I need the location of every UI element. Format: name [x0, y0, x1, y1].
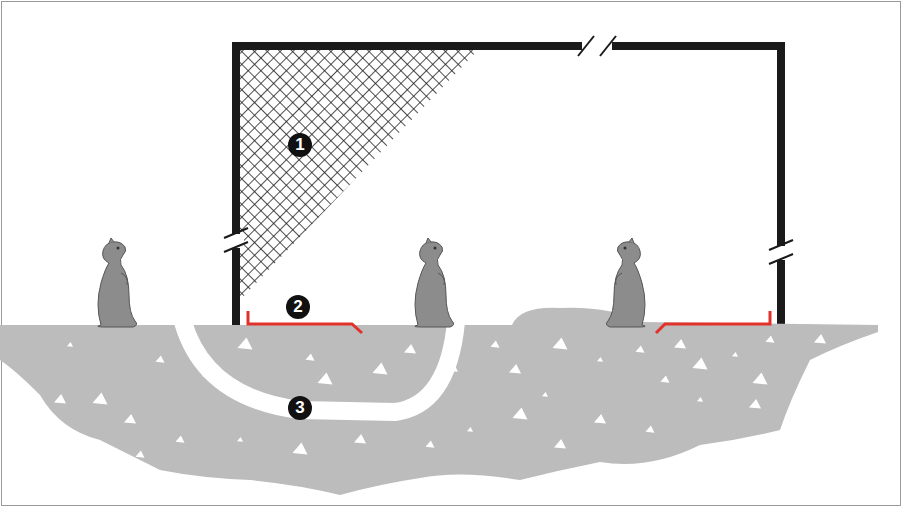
goal-frame [232, 42, 785, 326]
rock [373, 363, 388, 375]
rock [136, 451, 145, 458]
rock [646, 426, 655, 433]
rock [404, 344, 416, 354]
rock [54, 394, 66, 404]
prairie-dog [98, 238, 137, 327]
rock [426, 441, 435, 448]
rock [636, 346, 645, 353]
rock [124, 414, 136, 424]
callout-number: 3 [288, 396, 312, 420]
rock [749, 399, 761, 409]
rock [553, 338, 568, 350]
rock [513, 408, 528, 420]
tunnel [183, 322, 456, 412]
rock [293, 443, 308, 455]
rocks [54, 334, 826, 458]
rock [156, 356, 165, 363]
rock [467, 427, 473, 432]
rock [452, 367, 458, 372]
rock [509, 364, 521, 374]
rock [594, 414, 606, 424]
rock [237, 437, 243, 442]
prairie-dogs [98, 238, 645, 327]
rock [732, 352, 738, 357]
break-marks [224, 36, 793, 264]
rock [814, 334, 826, 344]
rock [318, 373, 333, 385]
ground [0, 308, 878, 495]
rock [554, 439, 566, 449]
rock [306, 354, 315, 361]
rock [597, 357, 603, 362]
rock [674, 339, 686, 349]
rock [753, 373, 768, 385]
net [240, 50, 478, 300]
rock [93, 393, 108, 405]
rock [697, 397, 703, 402]
callout-number: 1 [288, 133, 312, 157]
rock [491, 341, 500, 348]
barrier-strip [248, 311, 770, 333]
rock [67, 342, 73, 347]
rock [354, 434, 366, 444]
rock [176, 436, 185, 443]
rock [238, 338, 253, 350]
callout-number: 2 [286, 295, 310, 319]
prairie-dog [415, 238, 454, 327]
rock [202, 372, 208, 377]
rock [661, 376, 670, 383]
rock [417, 397, 423, 402]
rock [693, 358, 708, 370]
prairie-dog [606, 238, 645, 327]
rock [766, 336, 775, 343]
rock [542, 392, 548, 397]
